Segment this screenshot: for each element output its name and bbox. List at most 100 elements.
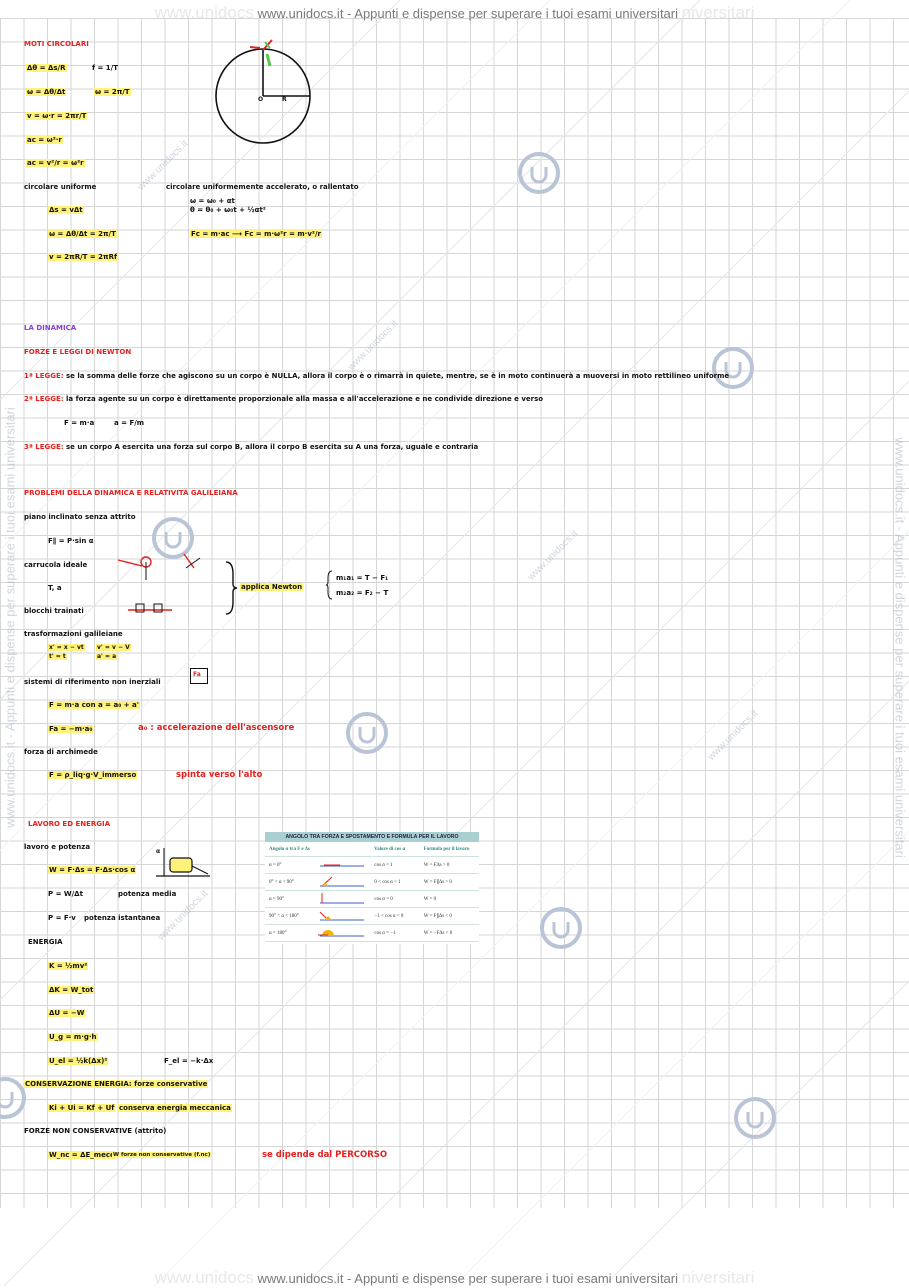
table-cell-diagram [316,874,374,890]
formula: ΔU = −W [48,1009,86,1017]
table-row: 90° < α < 180° −1 < cos α < 0 W = F∥Δs <… [265,908,479,925]
formula: ac = ω²·r [26,136,63,144]
unidocs-logo-icon [0,1077,26,1119]
law-text: se la somma delle forze che agiscono su … [66,372,730,380]
table-row: α = 90° cos α = 0 W = 0 [265,891,479,908]
unidocs-logo-icon [734,1097,776,1139]
formula: U_g = m·g·h [48,1033,98,1041]
formula: ω = ω₀ + αt [190,197,235,205]
formula: Fc = m·ac ⟶ Fc = m·ω²r = m·v²/r [190,230,322,238]
footer-watermark-text: www.unidocs.it - Appunti e dispense per … [257,1271,678,1286]
formula: ω = 2π/T [94,88,131,96]
formula-note: conserva energia meccanica [118,1104,232,1112]
subtitle: trasformazioni galileiane [24,630,123,638]
unidocs-logo-icon [518,152,560,194]
header-watermark: www.unidocs www.unidocs.it - Appunti e d… [0,3,909,23]
footer-ghost-right: niversitari [681,1268,755,1287]
table-cell: W = F∥Δs < 0 [423,914,452,919]
table-cell-diagram [316,925,374,941]
formula: a' = a [96,653,118,660]
footer-ghost-left: www.unidocs [154,1268,254,1287]
table-cell: 90° < α < 180° [269,913,299,919]
section-title-problemi: PROBLEMI DELLA DINAMICA E RELATIVITÀ GAL… [24,489,238,497]
subtitle: piano inclinato senza attrito [24,513,136,521]
formula: F = ρ_liq·g·V_immerso [48,771,138,779]
equation: m₁a₁ = T − F₁ [336,574,389,582]
formula: v' = v − V [96,644,131,651]
figure-label-r: R [282,96,287,103]
left-side-watermark-text: www.unidocs.it - Appunti e dispense per … [2,407,18,828]
table-cell: W = 0 [423,896,437,902]
subtitle: circolare uniforme [24,183,97,191]
formula-note: potenza istantanea [84,914,161,922]
table-cell: −1 < cos α < 0 [374,913,404,919]
table-cell: 0 < cos α < 1 [374,879,401,885]
fa-label: Fa [193,671,201,678]
subtitle: blocchi trainati [24,607,84,615]
law-label: 2ª LEGGE: [24,395,64,403]
formula: ΔK = W_tot [48,986,95,994]
equation: m₂a₂ = F₂ − T [336,589,389,597]
note-red: se dipende dal PERCORSO [262,1150,388,1160]
header-ghost-left: www.unidocs [154,3,254,22]
formula: ac = v²/r = ω²r [26,159,85,167]
formula: ω = Δθ/Δt = 2π/T [48,230,117,238]
section-title-moti-circolari: MOTI CIRCOLARI [24,40,89,48]
subtitle: circolare uniformemente accelerato, o ra… [166,183,359,191]
formula: T, a [48,584,62,592]
header-ghost-right: niversitari [681,3,755,22]
system-brace-symbol [326,570,333,600]
formula: θ = θ₀ + ω₀t + ½αt² [190,206,266,214]
formula: Δθ = Δs/R [26,64,67,72]
table-title: ANGOLO TRA FORZA E SPOSTAMENTO E FORMULA… [265,832,479,842]
formula: F_el = −k·Δx [164,1057,214,1065]
right-side-watermark-text: www.unidocs.it - Appunti e dispense per … [892,437,908,858]
table-cell-diagram [316,908,374,924]
table-cell: 0° < α < 90° [269,879,294,885]
table-cell: cos α = −1 [374,930,396,936]
formula: Fa = −m·a₀ [48,725,94,733]
left-side-watermark: www.unidocs.it - Appunti e dispense per … [3,378,18,858]
subtitle: lavoro e potenza [24,843,91,851]
table-cell: cos α = 1 [374,862,393,868]
table-header-cell: Formula per il lavoro [423,846,470,852]
circular-motion-diagram [215,39,311,144]
formula: t' = t [48,653,67,660]
table-row: 0° < α < 90° 0 < cos α < 1 W = F∥Δs > 0 [265,874,479,891]
formula: x' = x − vt [48,644,85,651]
table-cell: W = FΔs > 0 [423,862,450,868]
table-header-row: Angolo α tra F e Δs Valore di cos α Form… [265,842,479,857]
figure-label-alpha: α [156,848,161,855]
note-red: a₀ : accelerazione dell'ascensore [138,723,295,733]
formula: P = F·v [48,914,76,922]
section-title-lavoro: LAVORO ED ENERGIA [28,820,111,828]
formula: F = m·a con a = a₀ + a' [48,701,140,709]
pulley-blocks-sketch [117,553,201,613]
table-cell: W = F∥Δs > 0 [423,880,452,885]
figure-label-o: O [258,96,264,103]
table-cell: cos α = 0 [374,896,393,902]
formula: U_el = ½k(Δx)² [48,1057,109,1065]
table-cell-diagram [316,857,374,873]
table-cell: α = 90° [269,896,284,902]
subtitle: CONSERVAZIONE ENERGIA: forze conservativ… [24,1080,209,1088]
unidocs-logo-icon [346,712,388,754]
table-header-cell: Angolo α tra F e Δs [269,846,310,852]
formula: W = F·Δs = F·Δs·cos α [48,866,137,874]
formula: f = 1/T [92,64,118,72]
subtitle: FORZE NON CONSERVATIVE (attrito) [24,1127,167,1135]
formula: W_nc = ΔE_mecc [48,1151,116,1159]
table-cell-diagram [316,891,374,907]
table-row: α = 180° cos α = −1 W = −FΔs < 0 [265,925,479,942]
formula: Ki + Ui = Kf + Uf [48,1104,116,1112]
brace-symbol [225,561,238,615]
formula: v = 2πR/T = 2πRf [48,253,119,261]
work-angle-table: ANGOLO TRA FORZA E SPOSTAMENTO E FORMULA… [265,832,479,944]
unidocs-logo-icon [712,347,754,389]
formula: Δs = vΔt [48,206,84,214]
formula: ω = Δθ/Δt [26,88,67,96]
law-text: la forza agente su un corpo è direttamen… [66,395,544,403]
work-incline-sketch [156,848,210,877]
section-title-dinamica: LA DINAMICA [24,324,77,332]
subtitle: forza di archimede [24,748,98,756]
